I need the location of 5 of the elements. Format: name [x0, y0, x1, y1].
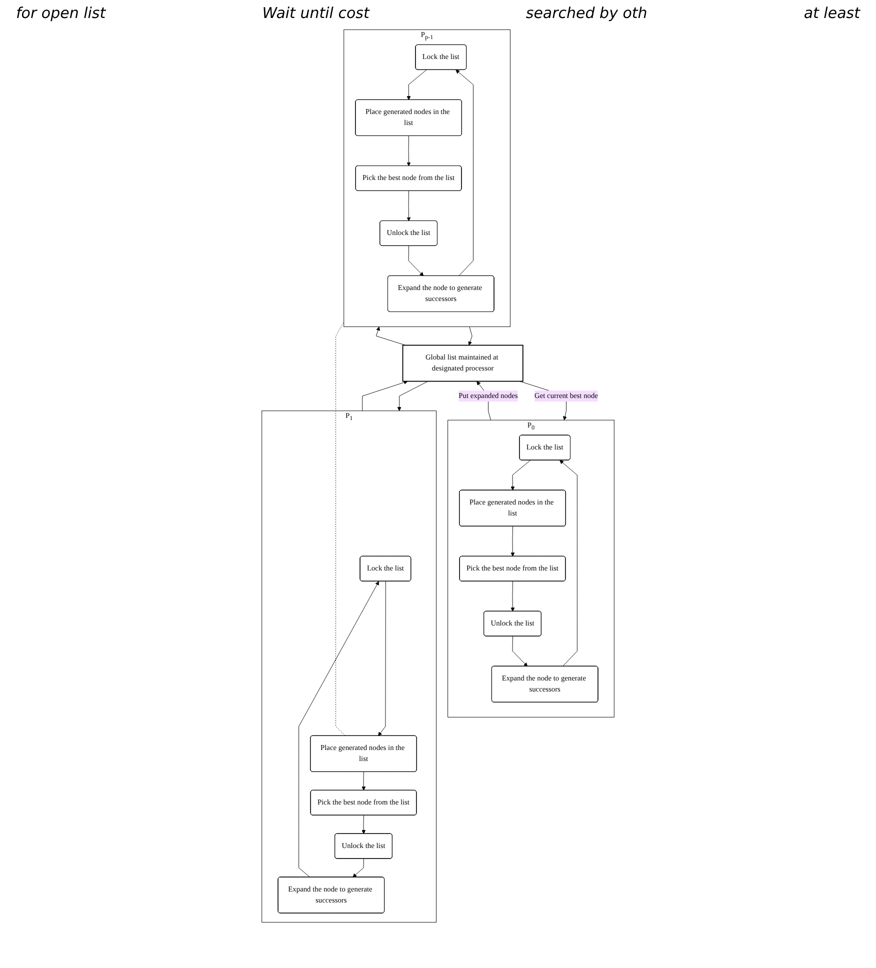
handwritten-note: Wait until cost [262, 4, 370, 22]
handwritten-note: searched by oth [526, 4, 648, 22]
connector [336, 322, 346, 736]
handwritten-note: at least [804, 4, 860, 22]
handwritten-note: for open list [16, 4, 106, 22]
